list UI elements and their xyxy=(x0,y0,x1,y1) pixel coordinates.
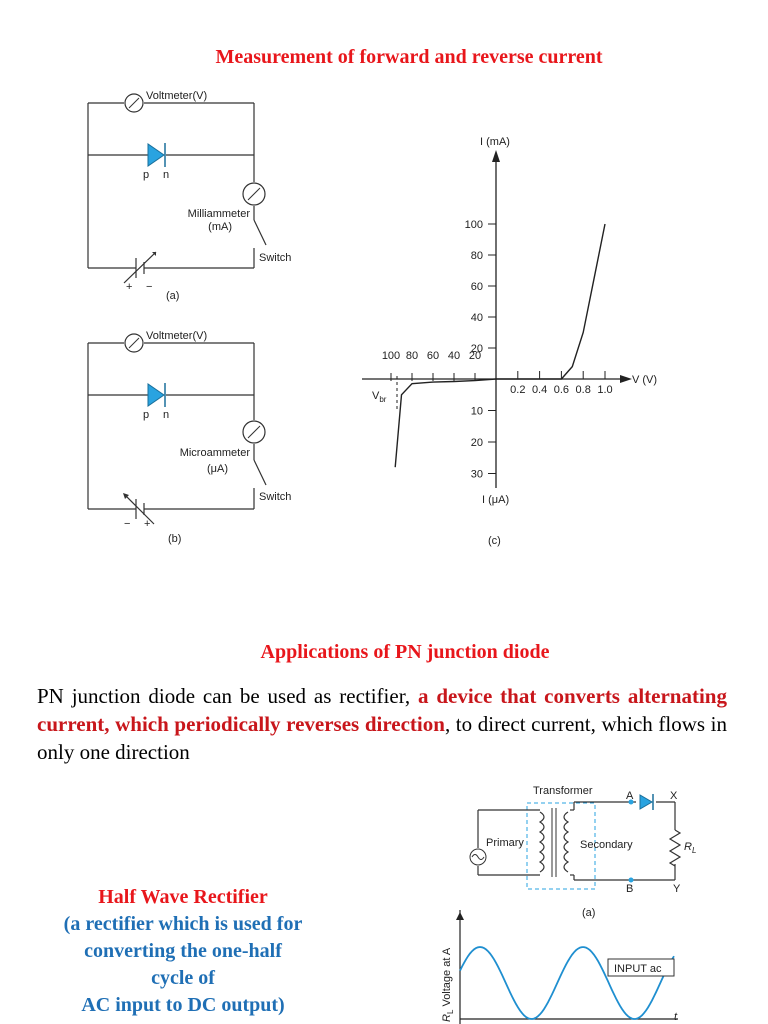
breakdown-label: Vbr xyxy=(372,390,387,404)
wave-t-label: t xyxy=(674,1011,678,1023)
y-tick-reverse-label: 30 xyxy=(471,469,483,481)
microammeter-unit: (μA) xyxy=(207,463,228,475)
node-b xyxy=(628,877,634,883)
circuit-a-diagram: Voltmeter(V) p n Milliammeter (mA) Switc… xyxy=(87,90,291,302)
y-tick-label: 80 xyxy=(471,250,483,262)
half-wave-desc-3: cycle of xyxy=(151,967,215,989)
y-axis-arrow-icon xyxy=(492,150,500,162)
x-tick-reverse-label: 100 xyxy=(382,350,400,362)
half-wave-desc-4: AC input to DC output) xyxy=(81,994,285,1016)
microammeter-icon xyxy=(242,420,266,444)
x-tick-label: 0.6 xyxy=(554,384,569,396)
rl-label: RL xyxy=(684,841,696,855)
voltmeter-label: Voltmeter(V) xyxy=(146,330,207,342)
half-wave-title: Half Wave Rectifier xyxy=(98,886,268,908)
primary-label: Primary xyxy=(486,837,524,849)
caption-a: (a) xyxy=(166,290,179,302)
plus-label: + xyxy=(126,281,132,293)
caption-b: (b) xyxy=(168,533,181,545)
ac-source-icon xyxy=(469,848,487,866)
circuit-b-diagram: Voltmeter(V) p n Microammeter (μA) Switc… xyxy=(87,330,291,545)
x-tick-reverse-label: 20 xyxy=(469,350,481,362)
iv-characteristic-chart: 20 40 60 80 100 10 20 30 0.2 0.4 0.6 0.8 1.0 100 80 60 4… xyxy=(362,136,657,547)
paragraph-highlight: a device that converts alternating curre… xyxy=(37,684,727,736)
x-tick-reverse-label: 40 xyxy=(448,350,460,362)
diode-icon xyxy=(639,794,654,810)
y-tick-label: 40 xyxy=(471,312,483,324)
x-tick-reverse-label: 80 xyxy=(406,350,418,362)
input-waveform: INPUT ac t RL Voltage at A xyxy=(441,910,678,1024)
heading-applications: Applications of PN junction diode xyxy=(260,641,550,663)
reverse-curve xyxy=(394,378,497,468)
milliammeter-label: Milliammeter xyxy=(188,208,251,220)
transformer-label: Transformer xyxy=(533,785,593,797)
wave-y-label: RL Voltage at A xyxy=(441,947,455,1022)
n-label: n xyxy=(163,409,169,421)
milliammeter-icon xyxy=(242,182,266,206)
heading-measurement: Measurement of forward and reverse curre… xyxy=(215,46,603,68)
diode-icon xyxy=(147,383,166,407)
x-axis-label: V (V) xyxy=(632,374,657,386)
voltmeter-icon xyxy=(124,333,144,353)
input-legend-box xyxy=(607,958,675,977)
p-label: p xyxy=(143,169,149,181)
secondary-label: Secondary xyxy=(580,839,633,851)
paragraph-end: , to direct current, which flows in only… xyxy=(37,712,727,764)
switch-label: Switch xyxy=(259,252,291,264)
sine-wave xyxy=(459,946,675,1020)
plus-label: + xyxy=(144,518,150,530)
switch-label: Switch xyxy=(259,491,291,503)
node-x-label: X xyxy=(670,790,678,802)
x-tick-label: 1.0 xyxy=(597,384,612,396)
paragraph-intro: PN junction diode can be used as rectifi… xyxy=(37,684,418,708)
diode-icon xyxy=(147,143,166,167)
half-wave-desc-1: (a rectifier which is used for xyxy=(63,913,303,935)
x-tick-label: 0.4 xyxy=(532,384,547,396)
minus-label: − xyxy=(124,518,130,530)
wave-y-arrow-icon xyxy=(456,912,464,920)
node-a xyxy=(628,799,634,805)
y-reverse-label: I (μA) xyxy=(482,494,509,506)
y-tick-reverse-label: 10 xyxy=(471,406,483,418)
half-wave-rectifier-block: Half Wave Rectifier (a rectifier which i… xyxy=(20,884,346,1019)
x-tick-label: 0.8 xyxy=(576,384,591,396)
y-tick-label: 20 xyxy=(471,343,483,355)
node-a-label: A xyxy=(626,790,634,802)
forward-curve xyxy=(496,223,606,380)
input-legend: INPUT ac xyxy=(614,963,662,975)
caption-rectifier: (a) xyxy=(582,907,595,919)
voltmeter-icon xyxy=(124,93,144,113)
n-label: n xyxy=(163,169,169,181)
microammeter-label: Microammeter xyxy=(180,447,251,459)
node-y-label: Y xyxy=(673,883,681,895)
y-forward-label: I (mA) xyxy=(480,136,510,148)
milliammeter-unit: (mA) xyxy=(208,221,232,233)
half-wave-desc-2: converting the one-half xyxy=(84,940,282,962)
p-label: p xyxy=(143,409,149,421)
node-b-label: B xyxy=(626,883,633,895)
x-axis-arrow-icon xyxy=(620,375,632,383)
rectifier-circuit-diagram: Transformer Primary Secondary A X B Y RL… xyxy=(469,785,696,919)
x-tick-reverse-label: 60 xyxy=(427,350,439,362)
voltmeter-label: Voltmeter(V) xyxy=(146,90,207,102)
y-tick-label: 60 xyxy=(471,281,483,293)
caption-c: (c) xyxy=(488,535,501,547)
minus-label: − xyxy=(146,281,152,293)
rectifier-paragraph: PN junction diode can be used as rectifi… xyxy=(37,682,727,766)
y-tick-reverse-label: 20 xyxy=(471,437,483,449)
y-tick-label: 100 xyxy=(465,219,483,231)
x-tick-label: 0.2 xyxy=(510,384,525,396)
